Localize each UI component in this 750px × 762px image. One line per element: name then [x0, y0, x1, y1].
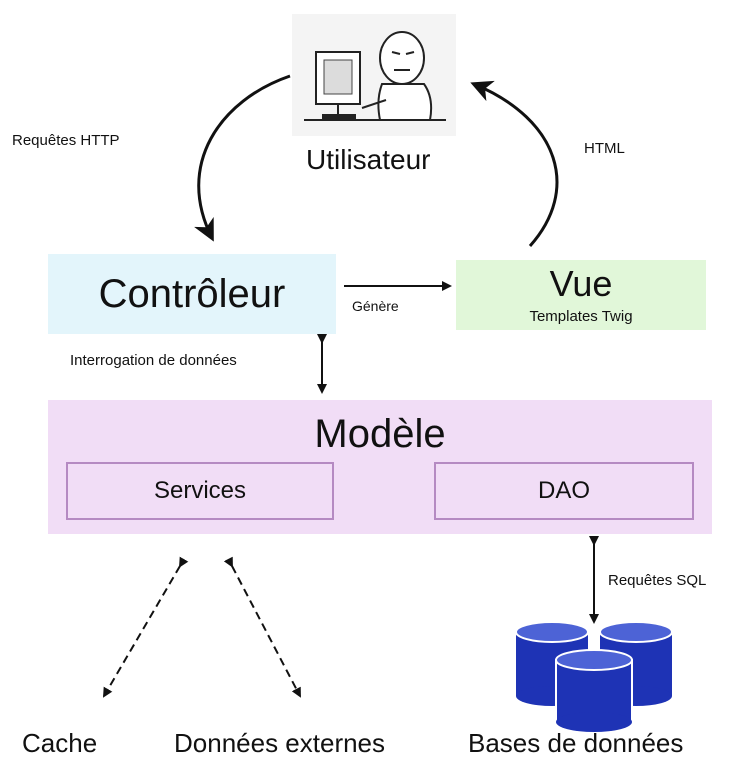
sql-requests-label: Requêtes SQL [608, 572, 707, 589]
cache-arrow [102, 556, 189, 698]
controller-label: Contrôleur [98, 272, 286, 316]
external-data-label: Données externes [174, 728, 386, 758]
user-label: Utilisateur [306, 144, 431, 175]
generates-label: Génère [352, 298, 399, 314]
dao-box: DAO [434, 462, 694, 520]
model-box: Modèle [48, 400, 712, 534]
html-response-arrow [470, 80, 559, 247]
view-sublabel: Templates Twig [529, 307, 633, 325]
model-label: Modèle [314, 412, 446, 456]
html-label: HTML [584, 140, 625, 157]
person-at-computer-icon [292, 14, 456, 136]
http-requests-label: Requêtes HTTP [12, 132, 120, 149]
databases-label: Bases de données [468, 728, 684, 758]
dao-label: DAO [537, 477, 590, 504]
database-icon [515, 621, 673, 732]
view-box: Vue Templates Twig [456, 260, 706, 330]
cache-label: Cache [22, 728, 98, 758]
view-label: Vue [549, 262, 613, 304]
external-data-arrow [223, 556, 301, 698]
controller-box: Contrôleur [48, 254, 336, 334]
http-request-arrow [194, 74, 291, 242]
services-label: Services [153, 477, 247, 504]
services-box: Services [66, 462, 334, 520]
data-query-label: Interrogation de données [70, 352, 237, 369]
